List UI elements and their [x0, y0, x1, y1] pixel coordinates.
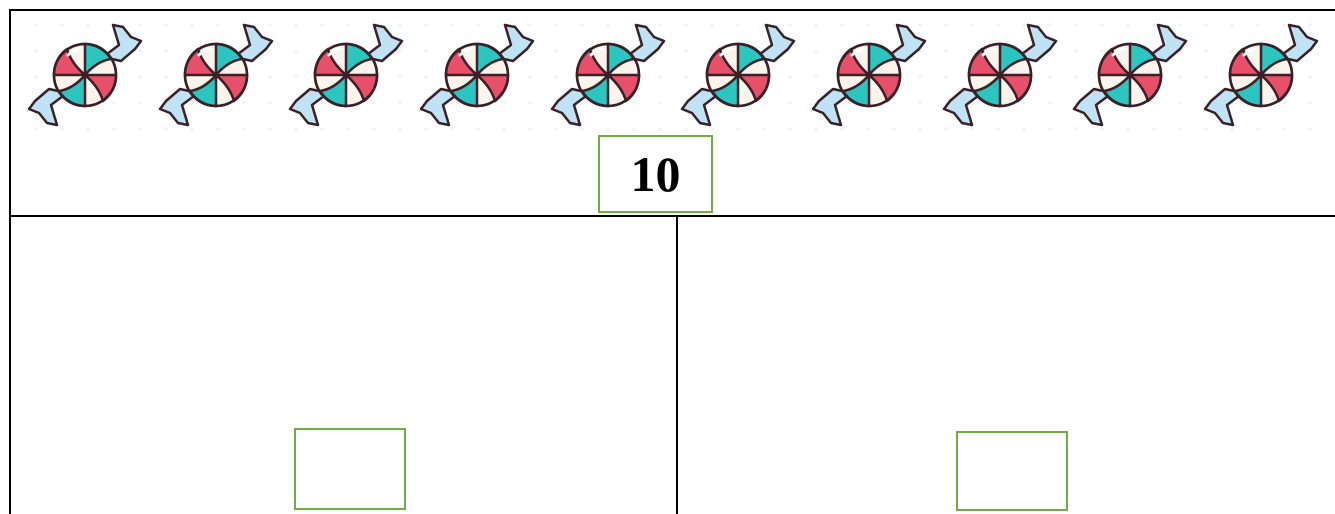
candy-icon: [415, 15, 539, 135]
right-part-box[interactable]: [956, 431, 1068, 511]
candy-row: [23, 12, 1323, 137]
left-part-box[interactable]: [294, 428, 406, 510]
column-divider: [676, 216, 678, 514]
candy-icon: [1199, 15, 1323, 135]
candy-icon: [284, 15, 408, 135]
candy-icon: [23, 15, 147, 135]
total-number: 10: [631, 149, 681, 199]
candy-icon: [938, 15, 1062, 135]
candy-icon: [807, 15, 931, 135]
candy-icon: [546, 15, 670, 135]
total-box: 10: [598, 135, 713, 213]
candy-icon: [1068, 15, 1192, 135]
row-divider: [9, 215, 1335, 217]
candy-icon: [154, 15, 278, 135]
candy-icon: [676, 15, 800, 135]
